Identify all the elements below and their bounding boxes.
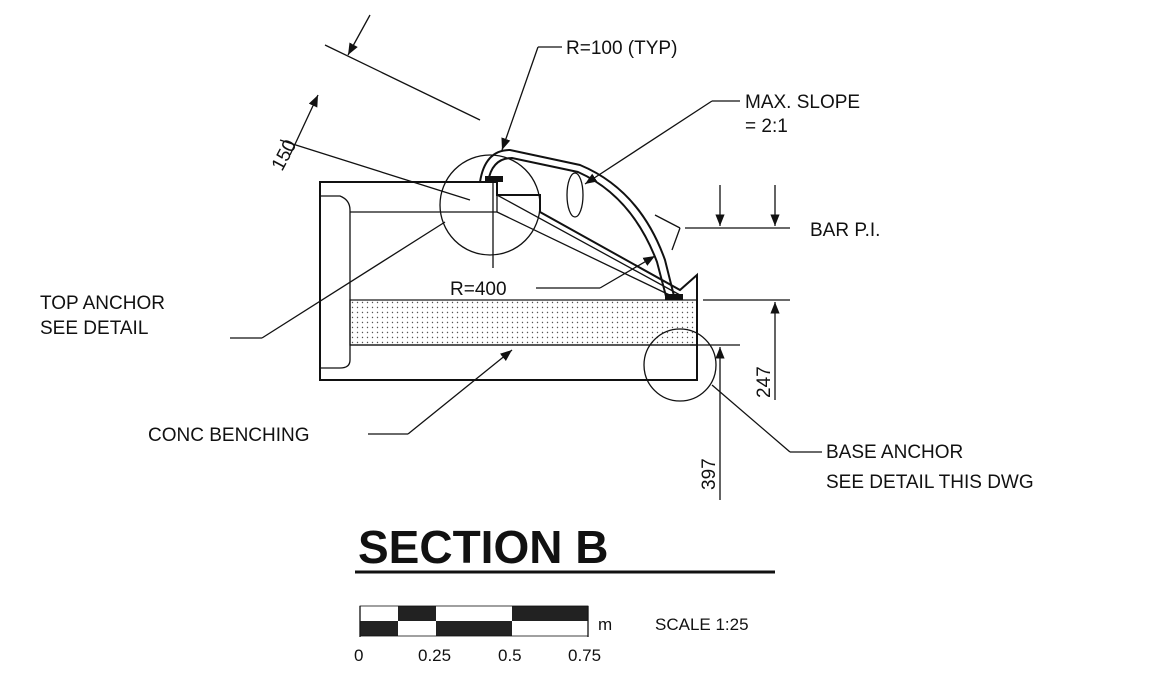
dim-397-label: 397	[699, 458, 720, 490]
r400-callout: R=400	[450, 182, 656, 300]
scale-tick-075: 0.75	[568, 646, 601, 665]
dim-150: 150	[268, 14, 481, 201]
base-anchor-label-2: SEE DETAIL THIS DWG	[826, 472, 1034, 493]
dim-247-397: 247 397	[690, 299, 790, 500]
max-slope-callout: MAX. SLOPE = 2:1	[584, 92, 860, 185]
conc-benching-callout: CONC BENCHING	[148, 349, 513, 446]
scale-text: SCALE 1:25	[655, 615, 749, 634]
handrail-bar	[479, 148, 683, 301]
section-title: SECTION B	[358, 521, 608, 573]
dim-247-label: 247	[754, 366, 775, 398]
r100-label: R=100 (TYP)	[566, 38, 677, 59]
scale-tick-05: 0.5	[498, 646, 522, 665]
scale-tick-025: 0.25	[418, 646, 451, 665]
conc-benching-label: CONC BENCHING	[148, 425, 310, 446]
r400-label: R=400	[450, 279, 507, 300]
conc-benching-band	[349, 299, 698, 346]
max-slope-label-1: MAX. SLOPE	[745, 92, 860, 113]
bar-pi-label: BAR P.I.	[810, 220, 880, 241]
top-anchor-label-1: TOP ANCHOR	[40, 293, 165, 314]
r100-callout: R=100 (TYP)	[501, 38, 677, 151]
base-anchor-detail-circle	[643, 328, 717, 402]
bar-pi-dim: BAR P.I.	[654, 185, 880, 251]
base-anchor-label-1: BASE ANCHOR	[826, 442, 963, 463]
max-slope-label-2: = 2:1	[745, 116, 788, 137]
section-body	[319, 181, 698, 381]
top-anchor-label-2: SEE DETAIL	[40, 318, 148, 339]
scale-tick-0: 0	[354, 646, 363, 665]
base-anchor-callout: BASE ANCHOR SEE DETAIL THIS DWG	[711, 384, 1034, 493]
scale-bar: 0 0.25 0.5 0.75 m SCALE 1:25	[354, 605, 749, 665]
top-anchor-callout: TOP ANCHOR SEE DETAIL	[40, 221, 446, 339]
top-anchor-detail-circle	[439, 154, 541, 256]
scale-unit: m	[598, 615, 612, 634]
